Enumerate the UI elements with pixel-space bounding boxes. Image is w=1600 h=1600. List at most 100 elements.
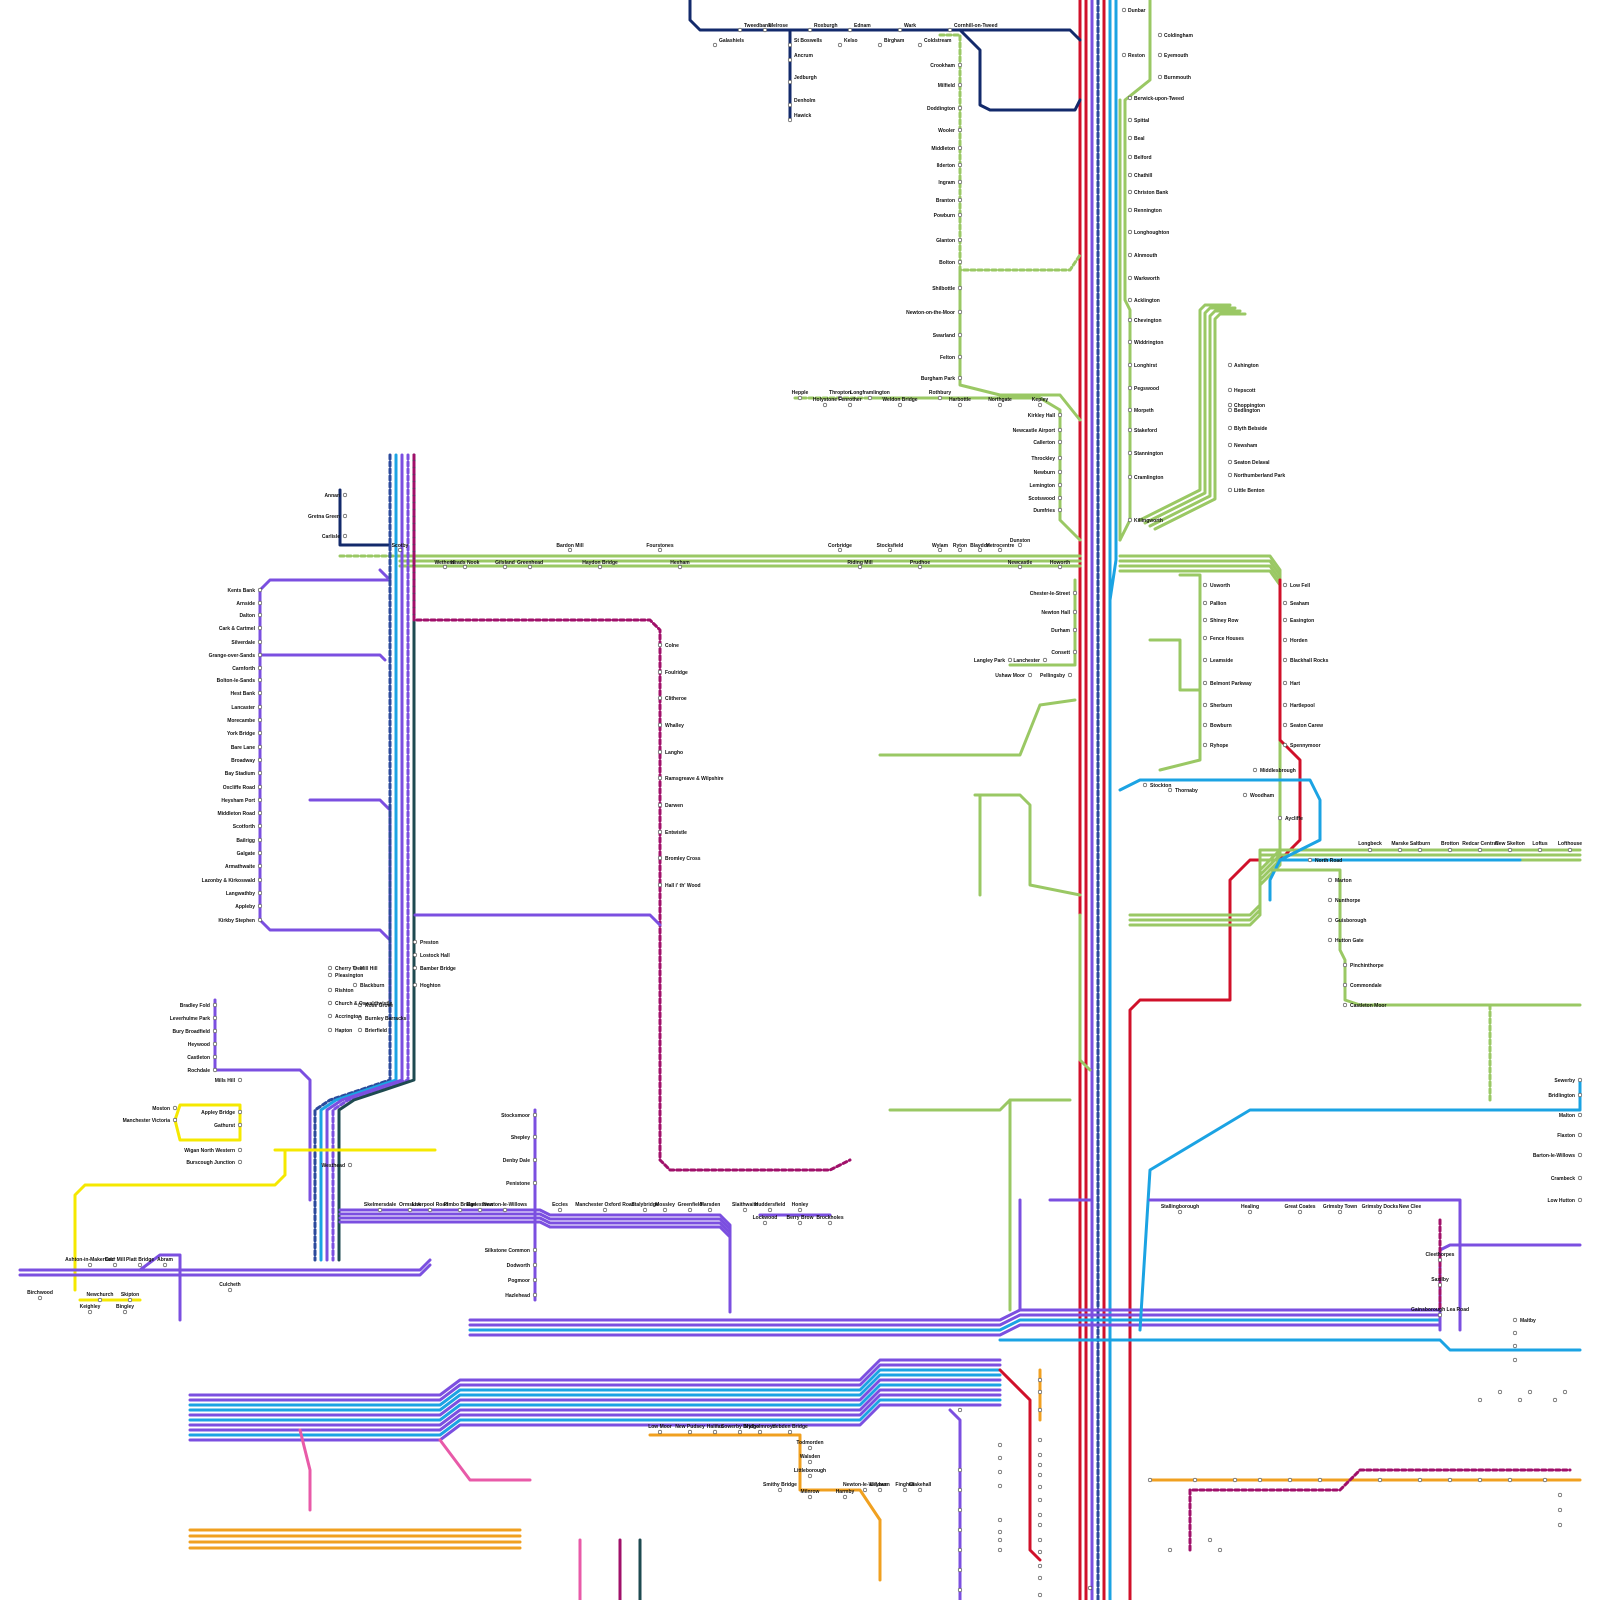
station-marker — [807, 27, 813, 33]
station-marker — [532, 1247, 538, 1253]
station-marker — [1037, 1592, 1043, 1598]
station-marker — [502, 564, 508, 570]
station-marker — [87, 1309, 93, 1315]
station-marker — [477, 1207, 483, 1213]
station-marker — [1577, 1152, 1583, 1158]
durham-coast-line — [1128, 578, 1302, 1600]
station-label: Melrose — [769, 23, 788, 29]
station-marker — [257, 863, 263, 869]
station-marker — [342, 492, 348, 498]
station-marker — [532, 1112, 538, 1118]
station-label: Silkstone Common — [485, 1248, 530, 1254]
station-marker — [917, 1487, 923, 1493]
station-label: Scotswood — [1028, 496, 1055, 502]
station-marker — [1121, 7, 1127, 13]
ecml-trunk — [1108, 0, 1118, 1302]
station-label: Sewerby — [1554, 1078, 1575, 1084]
station-label: Lemington — [1029, 483, 1055, 489]
station-label: Marton — [1335, 878, 1352, 884]
station-marker — [957, 1547, 963, 1553]
station-label: Barton-le-Willows — [1533, 1153, 1575, 1159]
station-marker — [807, 1494, 813, 1500]
station-marker — [1227, 459, 1233, 465]
station-marker — [902, 1487, 908, 1493]
rail-lines — [18, 0, 1582, 1600]
station-marker — [1202, 635, 1208, 641]
station-label: Coldingham — [1164, 33, 1193, 39]
station-marker — [1557, 1507, 1563, 1513]
station-label: Sowerby Bridge — [721, 1424, 759, 1430]
station-label: Heads Nook — [451, 560, 480, 566]
station-marker — [847, 27, 853, 33]
station-marker — [957, 162, 963, 168]
station-marker — [1037, 1472, 1043, 1478]
station-label: Seaham — [1290, 601, 1310, 607]
station-marker — [1127, 275, 1133, 281]
station-label: Saxilby — [1431, 1277, 1449, 1283]
station-label: Thornaby — [1175, 788, 1198, 794]
station-label: Clitheroe — [665, 696, 687, 702]
station-marker — [1227, 425, 1233, 431]
station-label: Scotforth — [233, 824, 255, 830]
station-label: Rennington — [1134, 208, 1162, 214]
station-marker — [862, 1487, 868, 1493]
station-label: Ilderton — [937, 163, 955, 169]
station-label: Chevington — [1134, 318, 1162, 324]
station-marker — [787, 102, 793, 108]
station-marker — [1377, 1477, 1383, 1483]
station-marker — [1167, 1547, 1173, 1553]
station-label: Corbridge — [828, 543, 852, 549]
station-marker — [657, 829, 663, 835]
station-label: Gilsland — [495, 560, 515, 566]
station-label: Wooler — [938, 128, 955, 134]
station-marker — [957, 62, 963, 68]
station-marker — [1242, 792, 1248, 798]
station-label: Blyth Bebside — [1234, 426, 1268, 432]
wigan-line — [138, 1253, 182, 1322]
station-label: Middleton — [931, 146, 955, 152]
station-label: Longbeck — [1358, 841, 1382, 847]
station-marker — [657, 882, 663, 888]
wcml-line — [331, 453, 410, 1262]
grimsby-line — [1188, 1468, 1572, 1552]
station-label: Callerton — [1033, 440, 1055, 446]
station-label: Pogmoor — [508, 1278, 530, 1284]
station-label: Roxburgh — [814, 23, 838, 29]
station-label: Hepscott — [1234, 388, 1256, 394]
station-label: Loftus — [1532, 841, 1547, 847]
station-marker — [532, 1134, 538, 1140]
station-label: Lanchester — [1013, 658, 1040, 664]
station-marker — [1327, 877, 1333, 883]
station-label: North Road — [1315, 858, 1342, 864]
station-label: Silverdale — [231, 640, 255, 646]
station-marker — [1127, 427, 1133, 433]
station-label: Gainsborough Lea Road — [1411, 1307, 1469, 1313]
station-marker — [957, 259, 963, 265]
weardale-line — [878, 698, 1077, 757]
station-marker — [357, 1027, 363, 1033]
station-label: Swarland — [933, 333, 955, 339]
station-marker — [412, 982, 418, 988]
station-marker — [327, 972, 333, 978]
station-label: New Pudsey — [675, 1424, 705, 1430]
station-marker — [1057, 412, 1063, 418]
station-label: Oxcliffe Road — [223, 785, 255, 791]
station-marker — [1127, 297, 1133, 303]
station-label: Rothbury — [929, 390, 951, 396]
station-marker — [1057, 439, 1063, 445]
station-marker — [257, 784, 263, 790]
station-label: Woodham — [1250, 793, 1275, 799]
station-label: Usworth — [1210, 583, 1230, 589]
station-marker — [1037, 1389, 1043, 1395]
station-label: York Bridge — [227, 731, 255, 737]
manchester-trunk — [188, 1398, 1002, 1437]
station-label: Scotby — [392, 543, 409, 549]
station-marker — [1127, 172, 1133, 178]
station-label: Harmby — [836, 1489, 855, 1495]
station-marker — [1017, 564, 1023, 570]
station-label: Penistone — [506, 1181, 530, 1187]
station-label: Flaxton — [1557, 1133, 1575, 1139]
leeds-corridor — [468, 1323, 1442, 1337]
station-label: Stocksfield — [877, 543, 904, 549]
